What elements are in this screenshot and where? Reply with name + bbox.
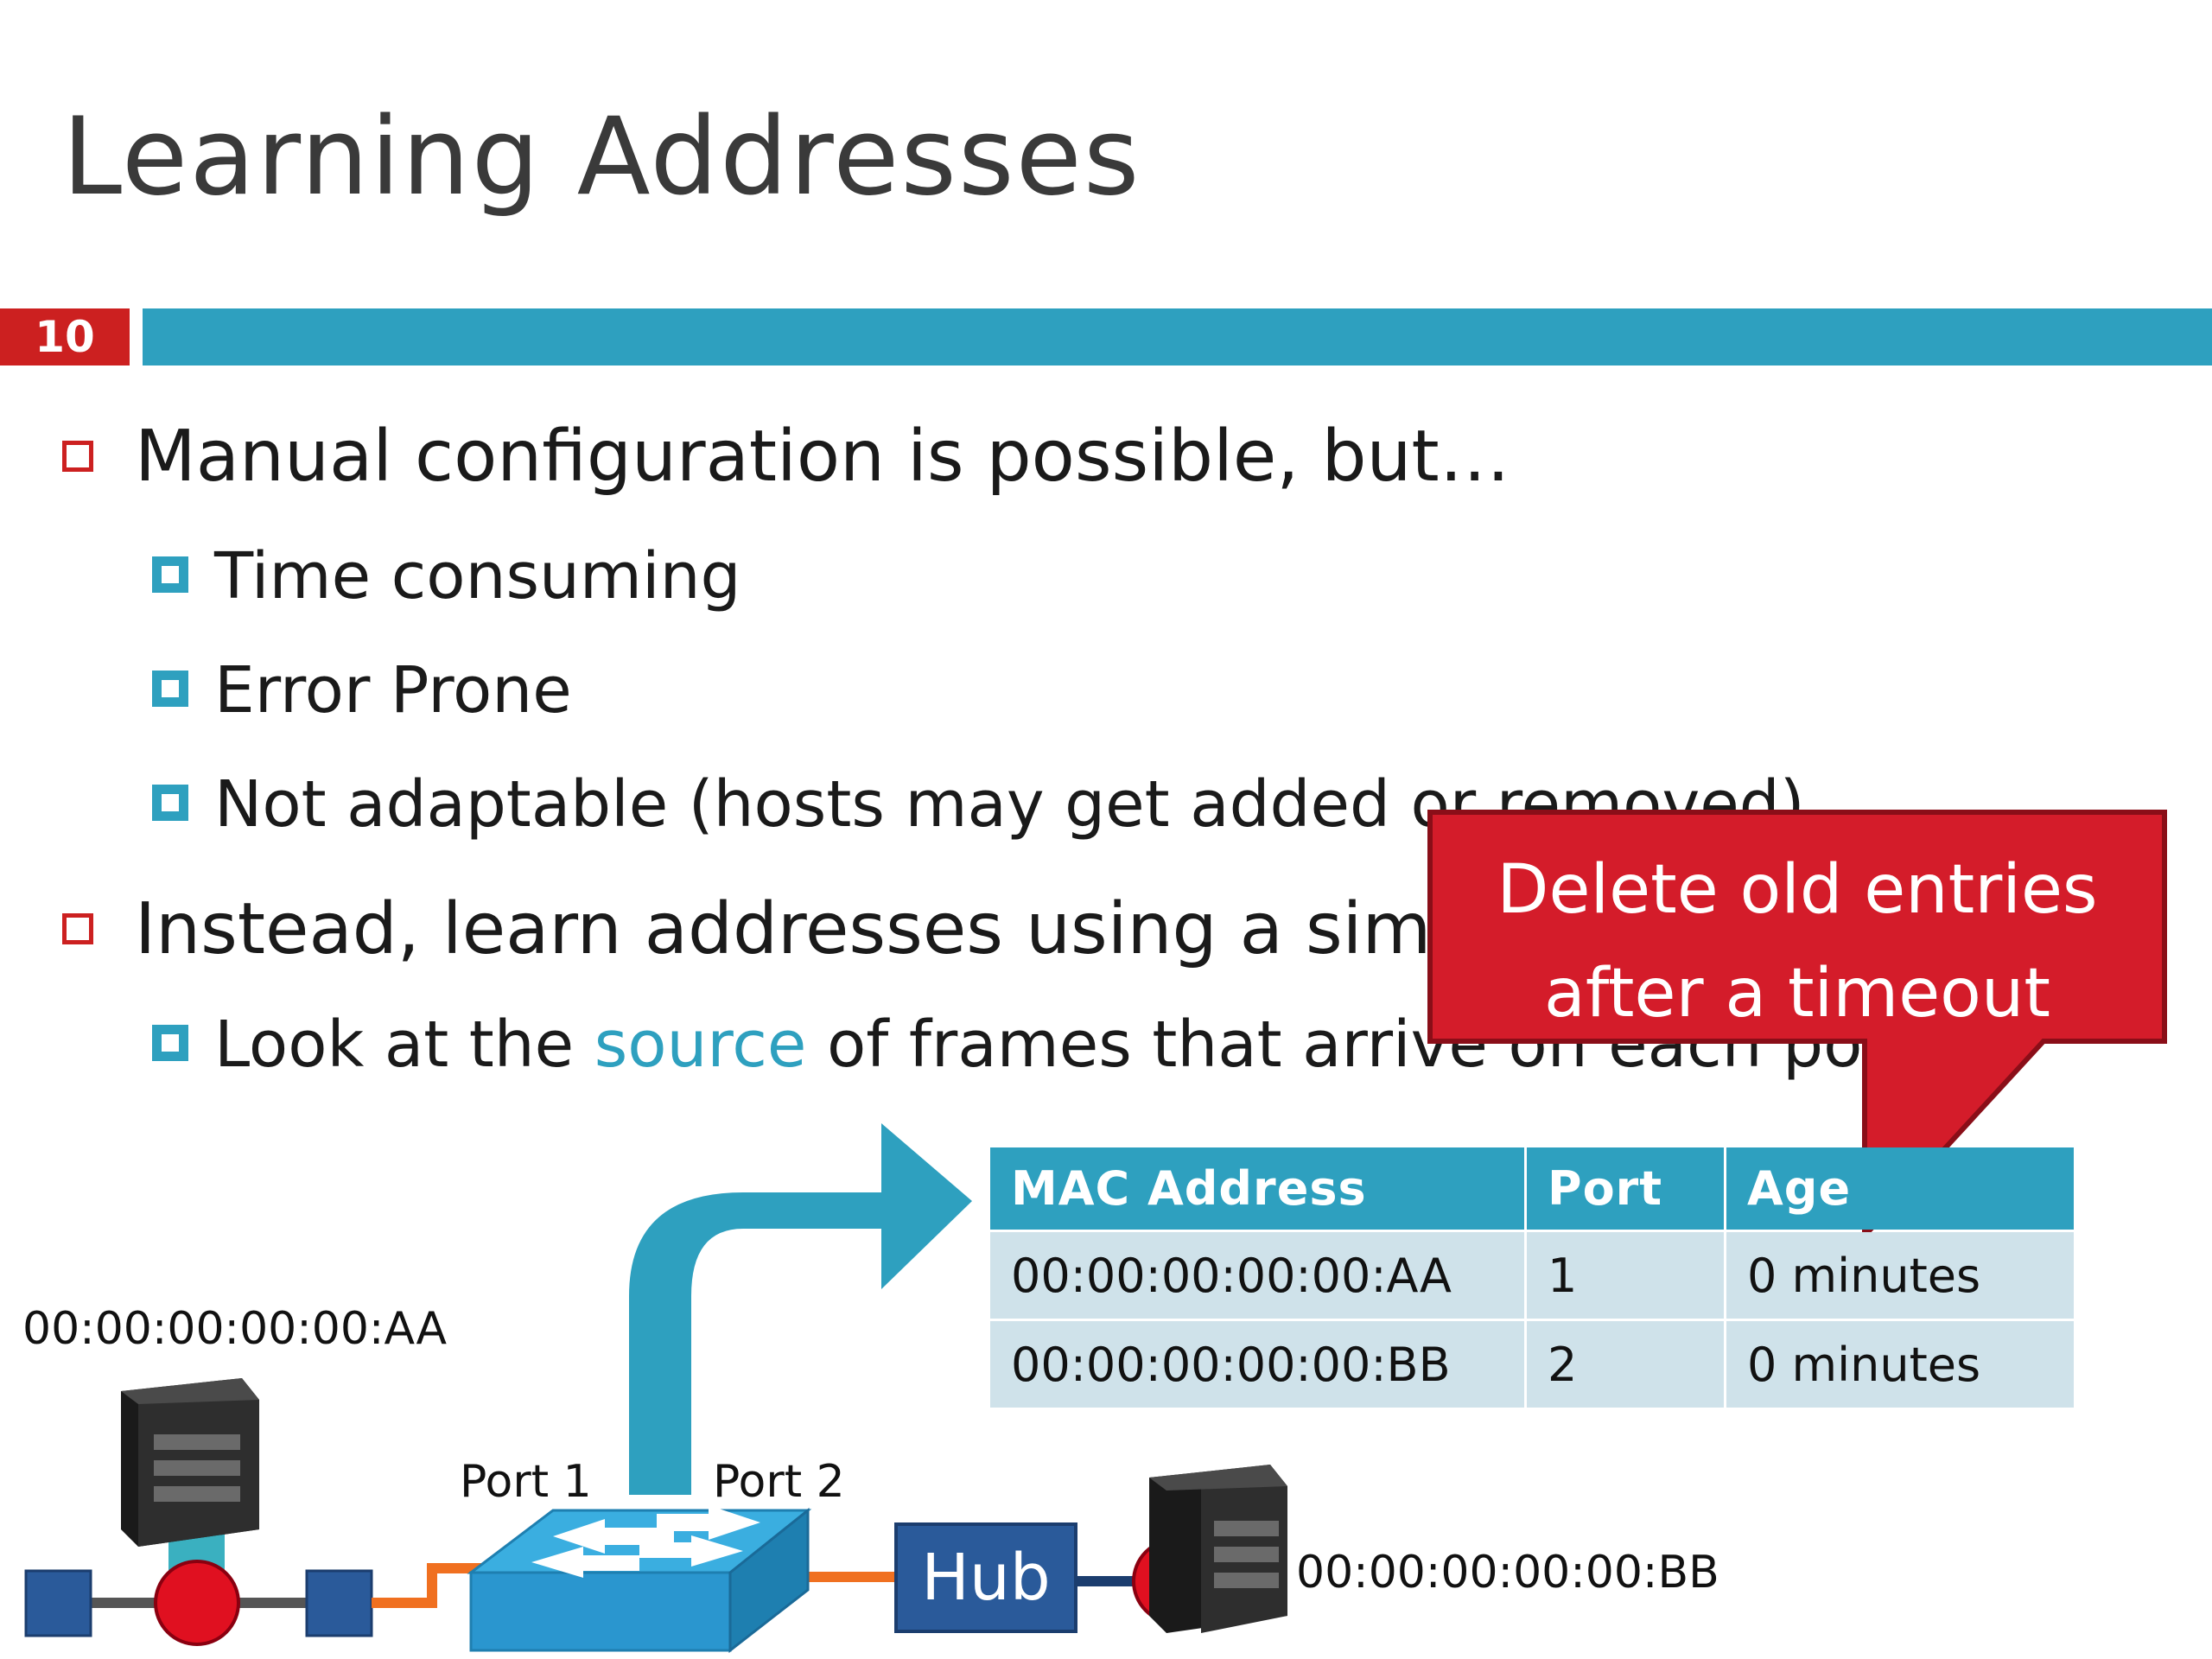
callout-line-2: after a timeout [1544,955,2050,1033]
cell-age: 0 minutes [1726,1232,2074,1319]
col-mac: MAC Address [990,1147,1524,1230]
sub-bullet-square-icon [152,671,188,708]
hub-box: Hub [894,1522,1077,1633]
col-port: Port [1527,1147,1724,1230]
bullet-text: Manual configuration is possible, but… [135,416,1510,498]
sub-bullet-square-icon [152,785,188,822]
callout-bubble [1427,810,2167,1243]
learning-arrow-icon [629,1123,972,1495]
switch-icon [467,1505,812,1654]
host-b-mac-label: 00:00:00:00:00:BB [1296,1547,1719,1599]
bullet-square-icon [62,912,93,944]
port-1-label: Port 1 [460,1456,592,1508]
cell-port: 2 [1527,1321,1724,1408]
col-age: Age [1726,1147,2074,1230]
cell-mac: 00:00:00:00:00:BB [990,1321,1524,1408]
slide-number: 10 [0,308,130,365]
source-highlight: source [594,1007,807,1082]
cell-age: 0 minutes [1726,1321,2074,1408]
cell-mac: 00:00:00:00:00:AA [990,1232,1524,1319]
table-row: 00:00:00:00:00:AA 1 0 minutes [990,1232,2074,1319]
port-2-label: Port 2 [713,1456,845,1508]
sub-bullet-square-icon [152,1025,188,1062]
sub-bullet-square-icon [152,556,188,594]
title-divider-bar [143,308,2212,365]
server-a-icon [121,1378,259,1547]
sub-bullet-text: Time consuming [214,539,741,613]
callout-text: Delete old entries after a timeout [1434,838,2160,1046]
sub-bullet-text-pre: Look at the [214,1007,594,1082]
lan-terminator-left-icon [24,1569,92,1637]
callout-line-1: Delete old entries [1497,851,2098,929]
table-row: 00:00:00:00:00:BB 2 0 minutes [990,1321,2074,1408]
slide-title: Learning Addresses [62,95,1141,219]
sub-bullet-time: Time consuming [152,544,741,608]
sub-bullet-error: Error Prone [152,658,572,722]
bullet-manual-config: Manual configuration is possible, but… [62,422,1510,493]
cell-port: 1 [1527,1232,1724,1319]
mac-table: MAC Address Port Age 00:00:00:00:00:AA 1… [988,1145,2076,1410]
host-a-mac-label: 00:00:00:00:00:AA [22,1303,448,1355]
server-b-icon [1149,1465,1287,1633]
table-header-row: MAC Address Port Age [990,1147,2074,1230]
bullet-square-icon [62,440,93,472]
lan-terminator-right-icon [305,1569,373,1637]
link-port1 [372,1563,501,1608]
sub-bullet-text: Error Prone [214,653,572,728]
host-a-nic-icon [154,1560,240,1646]
